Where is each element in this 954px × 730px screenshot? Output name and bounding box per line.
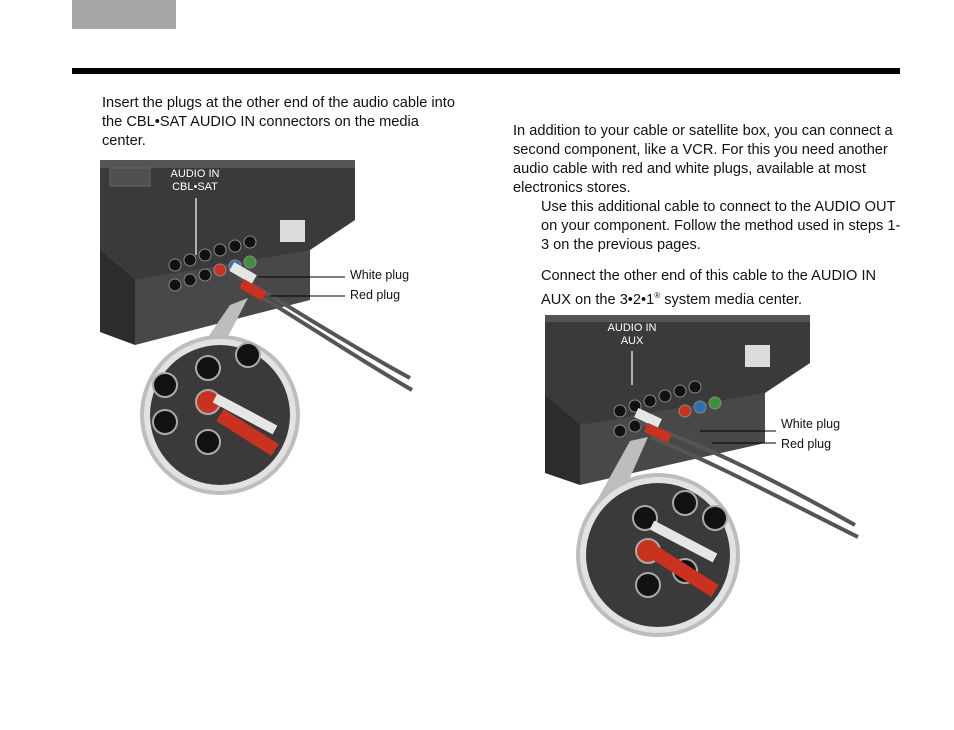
step-right-2-text-after: system media center. [660,292,803,308]
white-plug-callout-right: White plug [781,417,841,431]
jack-label-line1: AUDIO IN [608,322,657,334]
media-center-cblsat-illustration: AUDIO IN CBL•SAT [100,160,413,495]
jack-label-line2: CBL•SAT [172,181,218,193]
step-right-2-text-before: Connect the other end of this cable to t… [541,268,877,308]
jack-label-line1: AUDIO IN [171,168,220,180]
step-left-text: Insert the plugs at the other end of the… [102,95,455,149]
header-tab-block [72,0,176,29]
registered-mark: ® [654,291,661,300]
media-center-aux-illustration: AUDIO IN AUX [545,315,859,637]
jack-label-line2: AUX [621,335,644,347]
step-right-2-text: Connect the other end of this cable to t… [541,267,901,310]
intro-right-text: In addition to your cable or satellite b… [513,123,893,196]
header-rule [72,68,900,74]
step-right-1-text: Use this additional cable to connect to … [541,199,901,253]
red-plug-callout-right: Red plug [781,437,832,451]
white-plug-callout-left: White plug [350,268,410,282]
red-plug-callout-left: Red plug [350,288,401,302]
